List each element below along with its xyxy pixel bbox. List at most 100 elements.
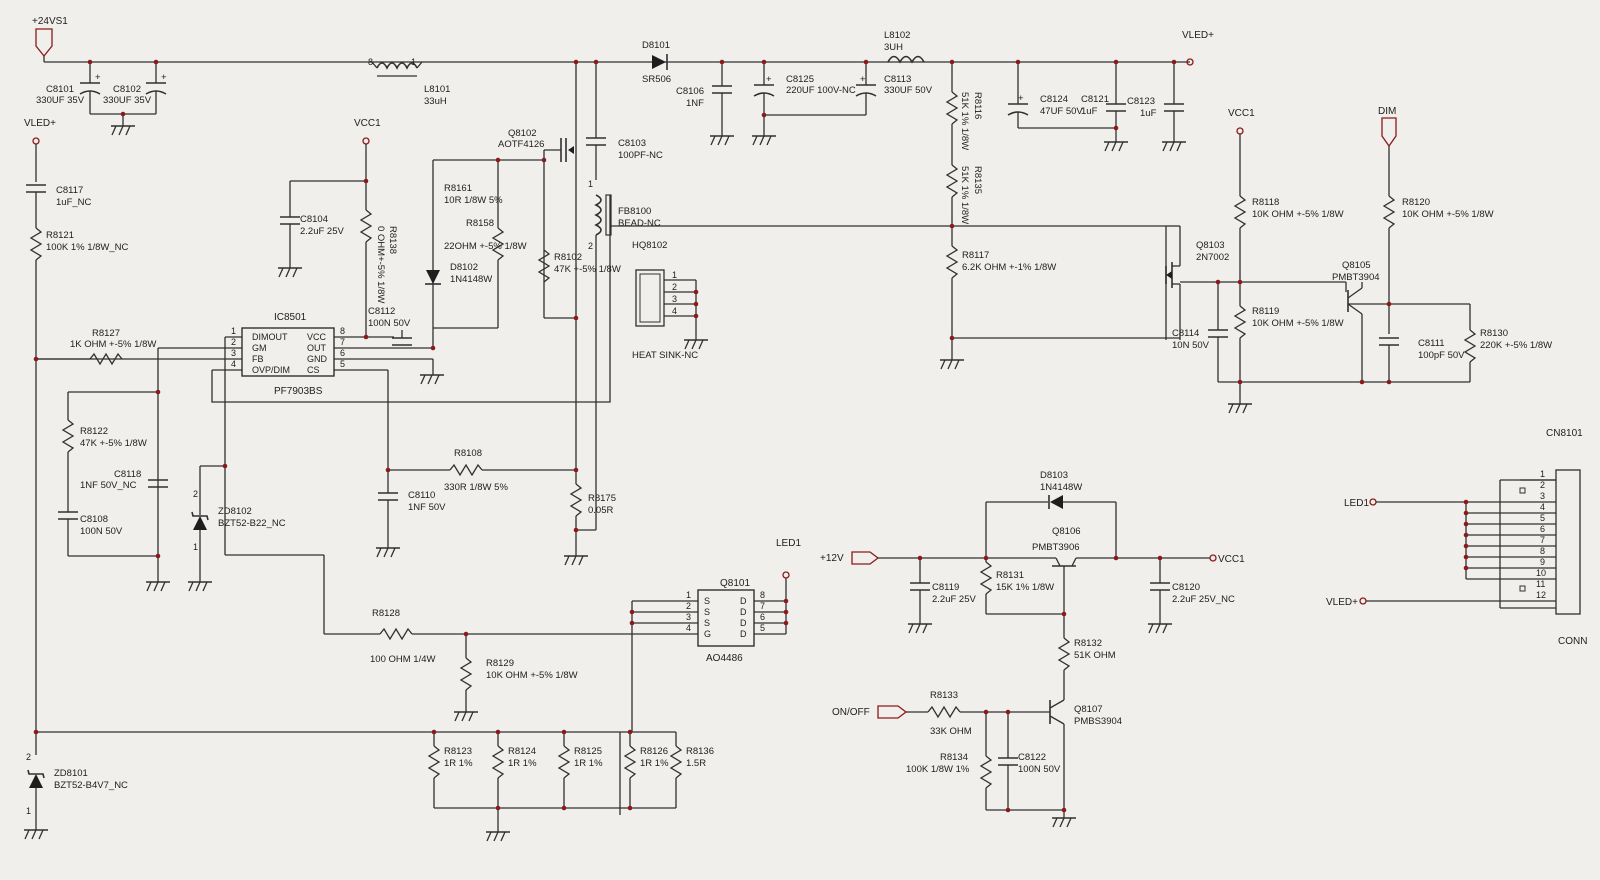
svg-text:D: D (740, 618, 747, 628)
svg-text:4: 4 (231, 359, 236, 369)
svg-text:3: 3 (672, 294, 677, 304)
c8125-capacitor: + C8125 220UF 100V-NC (751, 62, 856, 146)
dim-port: DIM (1378, 106, 1397, 196)
sense-resistor-bank: R8123 1R 1% R8124 1R 1% R8125 1R 1% R812… (427, 731, 714, 842)
svg-text:R8175: R8175 (588, 493, 616, 504)
l8102-inductor: L8102 3UH (884, 30, 925, 64)
zd8101-zener: 2 1 ZD8101 BZT52-B4V7_NC (23, 752, 128, 840)
svg-text:2.2uF 25V: 2.2uF 25V (932, 594, 976, 605)
svg-text:C8114: C8114 (1172, 328, 1199, 339)
svg-text:D: D (740, 607, 747, 617)
svg-text:Q8107: Q8107 (1074, 704, 1103, 715)
svg-text:4: 4 (686, 623, 691, 633)
svg-text:33uH: 33uH (424, 96, 447, 107)
svg-text:IC8501: IC8501 (274, 312, 307, 323)
c8117-capacitor: C8117 1uF_NC (26, 184, 92, 228)
svg-text:5: 5 (1540, 513, 1545, 523)
svg-text:+: + (1018, 93, 1024, 104)
svg-text:R8124: R8124 (508, 746, 536, 757)
svg-text:C8118: C8118 (114, 469, 141, 480)
svg-text:D8102: D8102 (450, 262, 478, 273)
svg-text:R8135: R8135 (972, 166, 983, 194)
led1-net: LED1 (776, 538, 801, 579)
cn8101-connector: CN8101 1 2 3 4 5 6 7 8 9 10 11 12 CONN (1465, 428, 1587, 647)
svg-text:PMBT3906: PMBT3906 (1032, 542, 1080, 553)
svg-text:C8106: C8106 (676, 86, 704, 97)
c8108-capacitor: C8108 100N 50V (58, 511, 158, 557)
r8175-resistor: R8175 0.05R (563, 483, 616, 566)
svg-text:2.2uF 25V_NC: 2.2uF 25V_NC (1172, 594, 1235, 605)
vcc1-output: VCC1 (1209, 554, 1245, 565)
svg-text:7: 7 (1540, 535, 1545, 545)
r8134-resistor: R8134 100K 1/8W 1% (906, 712, 993, 810)
svg-text:C8111: C8111 (1418, 338, 1445, 349)
q8103-mosfet: Q8103 2N7002 (1165, 240, 1229, 340)
svg-text:1R 1%: 1R 1% (574, 758, 603, 769)
svg-text:BZT52-B4V7_NC: BZT52-B4V7_NC (54, 780, 128, 791)
c8120-capacitor: C8120 2.2uF 25V_NC (1147, 558, 1235, 634)
r8119-resistor: R8119 10K OHM +-5% 1/8W (1233, 305, 1344, 382)
svg-text:R8136: R8136 (686, 746, 714, 757)
vled-left-net: VLED+ (24, 118, 56, 182)
svg-text:47K +-5% 1/8W: 47K +-5% 1/8W (80, 438, 147, 449)
svg-text:AOTF4126: AOTF4126 (498, 139, 544, 150)
fb8100-bead: 1 2 FB8100 BEAD-NC (576, 179, 661, 531)
svg-text:11: 11 (1536, 579, 1545, 589)
svg-text:10K OHM +-5% 1/8W: 10K OHM +-5% 1/8W (1252, 318, 1344, 329)
q8107-transistor: Q8107 PMBS3904 (1049, 699, 1122, 818)
svg-text:LED1: LED1 (776, 538, 801, 549)
svg-text:VLED+: VLED+ (1326, 597, 1358, 608)
svg-text:FB: FB (252, 354, 264, 364)
svg-text:VCC1: VCC1 (1218, 554, 1245, 565)
svg-text:C8125: C8125 (786, 74, 814, 85)
r8132-resistor: R8132 51K OHM (1057, 614, 1116, 700)
svg-text:BEAD-NC: BEAD-NC (618, 218, 661, 229)
svg-text:LED1: LED1 (1344, 498, 1369, 509)
svg-text:1NF 50V_NC: 1NF 50V_NC (80, 480, 137, 491)
svg-text:ON/OFF: ON/OFF (832, 707, 870, 718)
svg-text:1: 1 (231, 326, 236, 336)
svg-text:C8124: C8124 (1040, 94, 1068, 105)
svg-text:BZT52-B22_NC: BZT52-B22_NC (218, 518, 286, 529)
d8101-diode: D8101 SR506 (642, 40, 671, 85)
r8122-resistor: R8122 47K +-5% 1/8W (61, 419, 147, 512)
svg-text:6.2K OHM +-1% 1/8W: 6.2K OHM +-1% 1/8W (962, 262, 1056, 273)
svg-text:PF7903BS: PF7903BS (274, 386, 323, 397)
svg-text:R8128: R8128 (372, 608, 400, 619)
svg-text:D: D (740, 629, 747, 639)
dim-port-icon (1381, 117, 1397, 148)
svg-text:VCC1: VCC1 (1228, 108, 1255, 119)
q8102-mosfet: Q8102 AOTF4126 (498, 128, 574, 162)
svg-text:100K 1% 1/8W_NC: 100K 1% 1/8W_NC (46, 242, 129, 253)
svg-text:D8103: D8103 (1040, 470, 1068, 481)
svg-text:2: 2 (1540, 480, 1545, 490)
onoff-port-icon (877, 705, 908, 719)
r8161-resistor: R8161 10R 1/8W 5% (444, 183, 503, 206)
svg-text:ZD8102: ZD8102 (218, 506, 252, 517)
svg-text:GM: GM (252, 343, 267, 353)
svg-text:2: 2 (672, 282, 677, 292)
r8128-resistor: R8128 100 OHM 1/4W (225, 554, 466, 665)
svg-text:S: S (704, 618, 710, 628)
led1-connector-net: LED1 (1344, 498, 1466, 509)
svg-text:1R 1%: 1R 1% (640, 758, 669, 769)
svg-text:+: + (860, 74, 866, 85)
svg-text:S: S (704, 596, 710, 606)
svg-text:OUT: OUT (307, 343, 327, 353)
c8106-capacitor: C8106 1NF (676, 62, 735, 146)
svg-text:SR506: SR506 (642, 74, 671, 85)
svg-text:12: 12 (1536, 590, 1546, 600)
svg-text:2.2uF 25V: 2.2uF 25V (300, 226, 344, 237)
r8120-resistor: R8120 10K OHM +-5% 1/8W (1382, 195, 1494, 334)
svg-text:6: 6 (760, 612, 765, 622)
svg-text:220K +-5% 1/8W: 220K +-5% 1/8W (1480, 340, 1552, 351)
r8129-resistor: R8129 10K OHM +-5% 1/8W (453, 634, 578, 722)
c8119-capacitor: C8119 2.2uF 25V (907, 558, 976, 634)
svg-text:8: 8 (1540, 546, 1545, 556)
junction-dots (33, 59, 1469, 813)
c8101-capacitor: + C8101 330UF 35V (36, 62, 101, 114)
c8118-capacitor: C8118 1NF 50V_NC (80, 469, 168, 491)
q8101-mosfet: Q8101 AO4486 S S S G D D D D 1 2 3 4 8 7… (466, 578, 787, 732)
svg-text:HEAT SINK-NC: HEAT SINK-NC (632, 350, 698, 361)
svg-text:+12V: +12V (820, 553, 844, 564)
